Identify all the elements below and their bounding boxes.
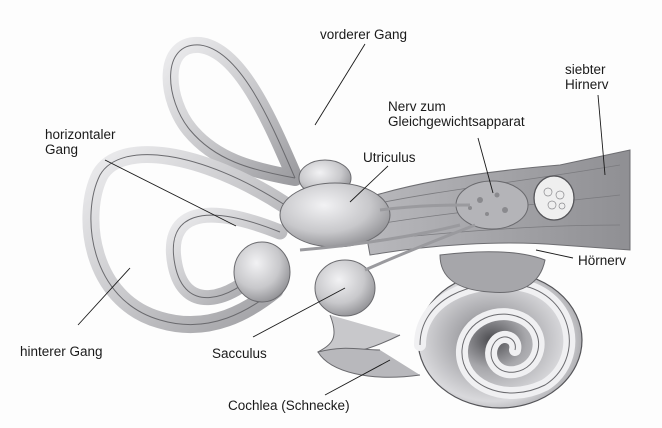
label-cochlear-nerve: Hörnerv bbox=[578, 253, 626, 268]
label-posterior-canal: hinterer Gang bbox=[20, 344, 103, 359]
label-facial-nerve: siebter Hirnerv bbox=[565, 62, 609, 92]
leader-anterior bbox=[315, 44, 365, 125]
label-anterior-canal: vorderer Gang bbox=[320, 27, 407, 42]
label-utricle: Utriculus bbox=[363, 150, 416, 165]
label-cochlea: Cochlea (Schnecke) bbox=[228, 398, 350, 413]
utricle bbox=[280, 183, 390, 247]
label-vestibular-nerve: Nerv zum Gleichgewichtsapparat bbox=[388, 99, 525, 129]
label-saccule: Sacculus bbox=[212, 346, 267, 361]
leader-cochlear-nerve bbox=[536, 250, 573, 258]
posterior-ampulla bbox=[234, 242, 290, 302]
label-horizontal-canal: horizontaler Gang bbox=[45, 127, 116, 157]
facial-nerve-section bbox=[534, 176, 574, 220]
